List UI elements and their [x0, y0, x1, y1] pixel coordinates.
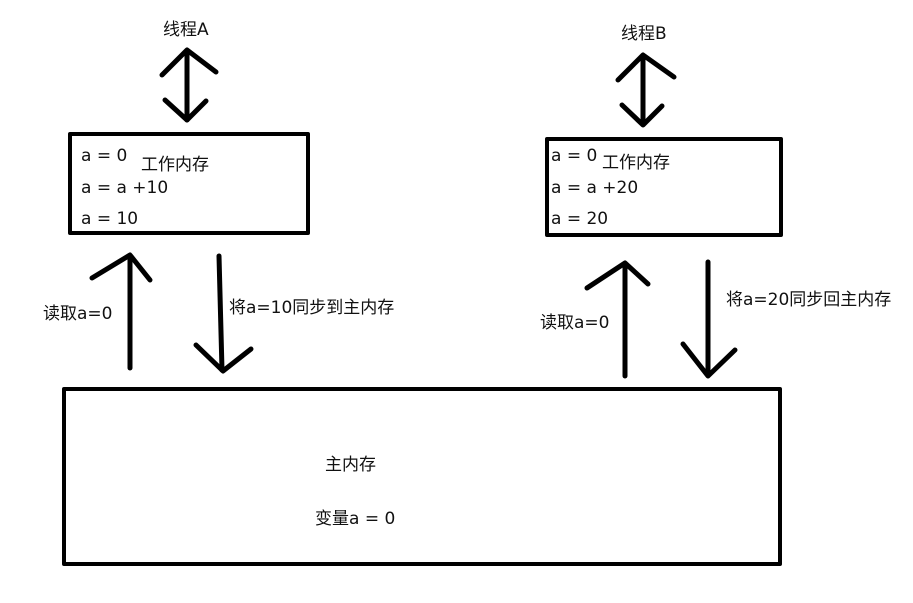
- main-memory-label: 主内存: [325, 455, 376, 475]
- thread-b-line-2: a = a +20: [551, 178, 638, 198]
- thread-a-double-arrow: [159, 47, 219, 123]
- thread-a-line-3: a = 10: [81, 209, 138, 229]
- thread-b-line-3: a = 20: [551, 209, 608, 229]
- thread-a-line-2: a = a +10: [81, 178, 168, 198]
- thread-a-working-memory-box: [68, 132, 310, 235]
- thread-a-sync-label: 将a=10同步到主内存: [229, 298, 394, 318]
- thread-a-line-1: a = 0: [81, 146, 127, 166]
- thread-b-line-1: a = 0: [551, 146, 597, 166]
- thread-b-read-label: 读取a=0: [540, 313, 609, 333]
- thread-b-read-arrow: [584, 260, 651, 379]
- thread-a-sync-arrow: [193, 253, 254, 374]
- thread-a-label: 线程A: [163, 20, 209, 40]
- main-memory-box: [62, 387, 782, 566]
- thread-b-working-memory-label: 工作内存: [602, 153, 670, 173]
- thread-b-sync-arrow: [680, 259, 738, 379]
- thread-b-working-memory-box: [545, 137, 783, 237]
- thread-b-double-arrow: [615, 52, 677, 128]
- thread-b-label: 线程B: [621, 24, 667, 44]
- thread-b-sync-label: 将a=20同步回主内存: [726, 290, 891, 310]
- thread-a-working-memory-label: 工作内存: [141, 155, 209, 175]
- thread-a-read-label: 读取a=0: [43, 304, 112, 324]
- thread-a-read-arrow: [89, 252, 153, 371]
- main-memory-variable: 变量a = 0: [315, 509, 395, 529]
